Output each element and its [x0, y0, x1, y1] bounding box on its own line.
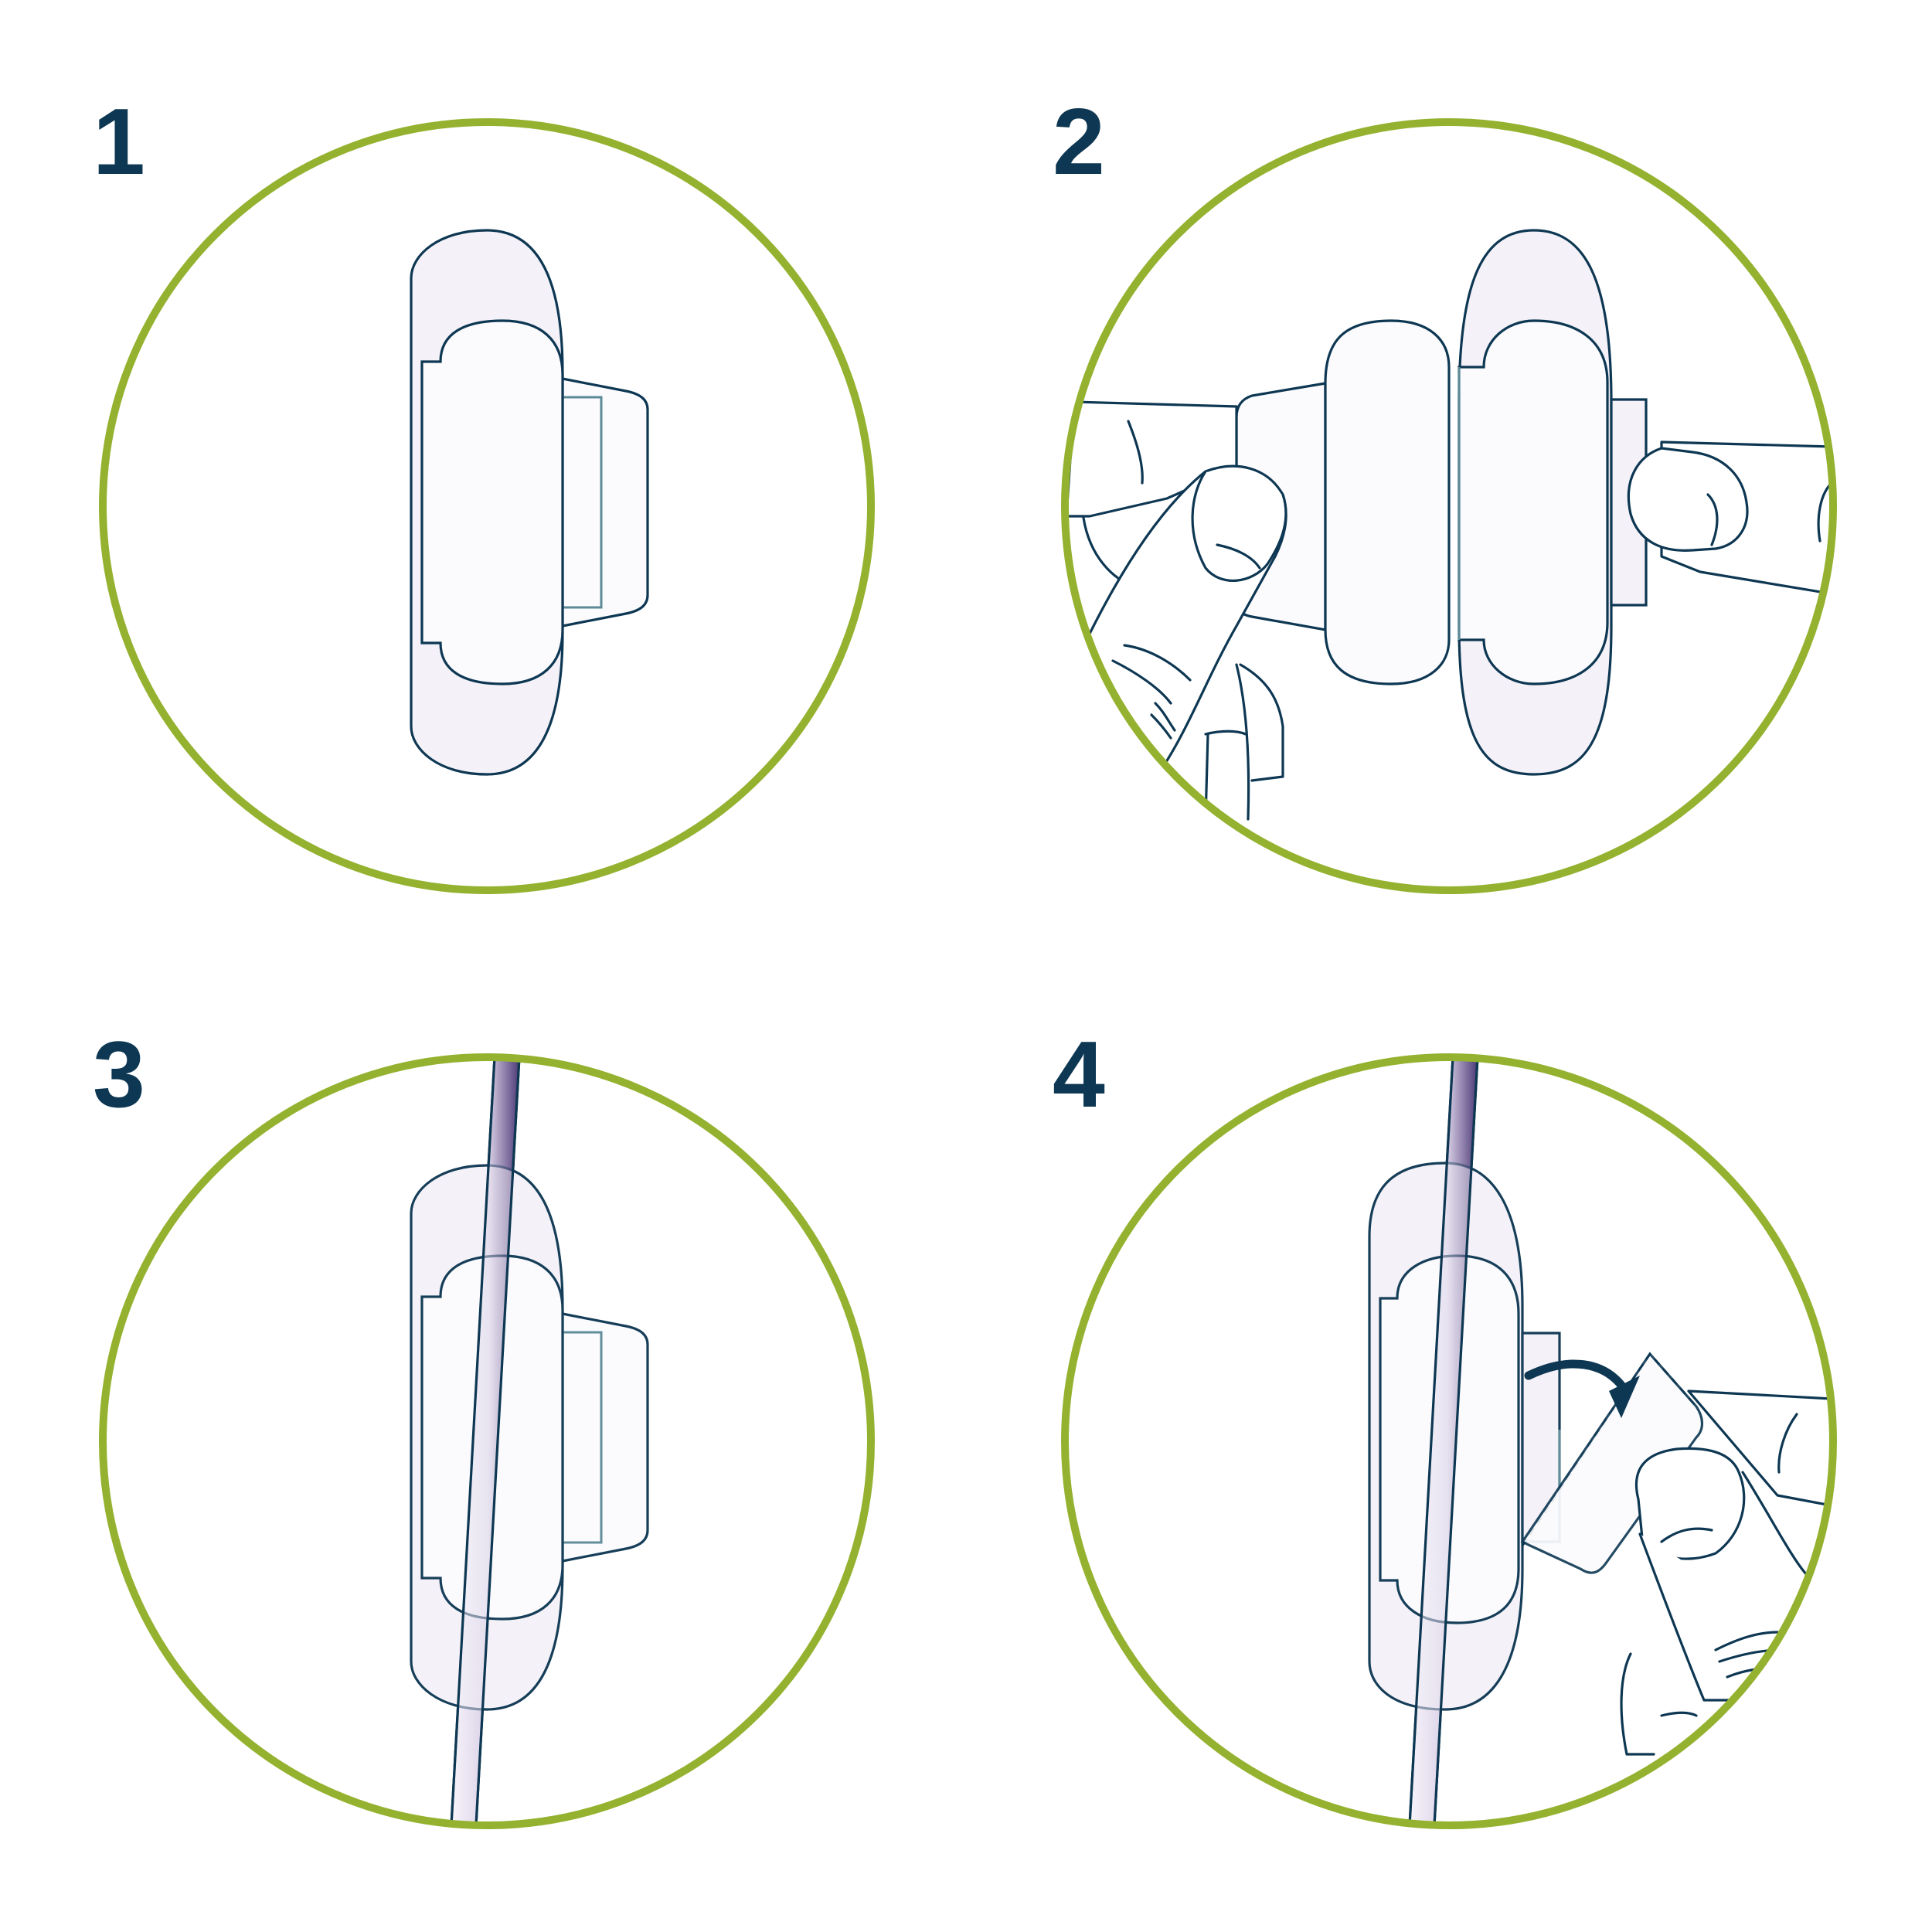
step-2-dressing-right-half: [1458, 229, 1648, 776]
step-1-dressing: [410, 229, 649, 776]
step-3-circle: [99, 1053, 875, 1829]
step-2-panel: 2: [1053, 89, 1837, 894]
step-2-circle: [1061, 118, 1837, 894]
step-1-panel: 1: [93, 89, 875, 894]
step-2-number: 2: [1053, 89, 1105, 194]
step-4-number: 4: [1053, 1022, 1105, 1127]
step-2-right-hand: [1627, 440, 1833, 597]
step-4-panel: 4: [1053, 1022, 1837, 1829]
step-3-panel: 3: [93, 1022, 875, 1829]
step-3-number: 3: [93, 1022, 145, 1127]
step-1-number: 1: [93, 89, 145, 194]
step-3-dressing: [410, 1164, 649, 1711]
step-4-circle: [1061, 1053, 1837, 1829]
step-1-circle: [99, 118, 875, 894]
step-4-peel-arrow-icon: [1524, 1359, 1640, 1418]
